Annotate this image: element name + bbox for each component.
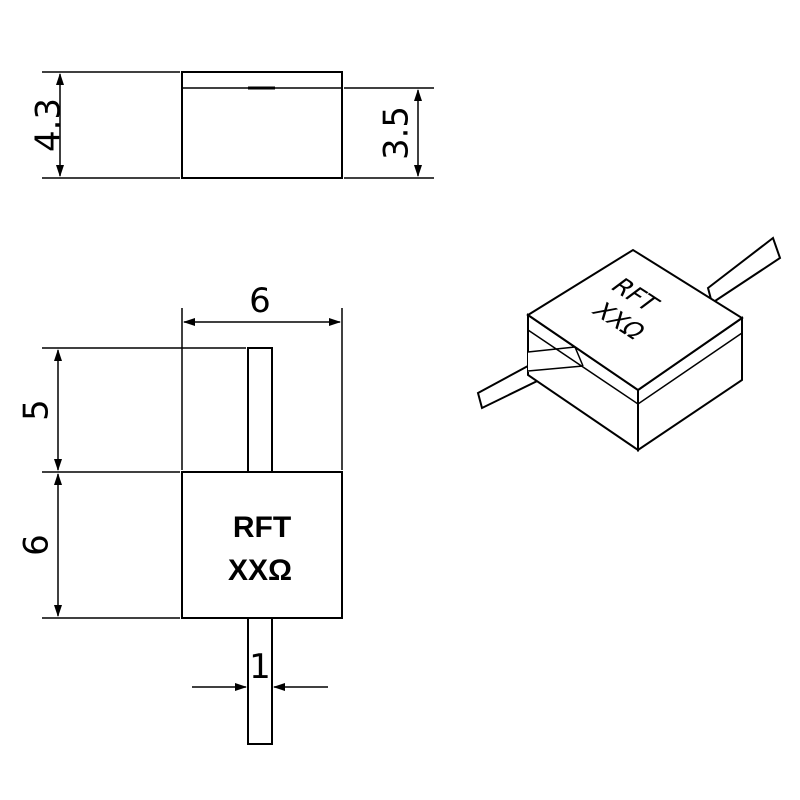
side-view <box>181 71 343 179</box>
dimension-lead-width: 1 <box>192 647 328 691</box>
isometric-view: RFT XXΩ <box>476 236 782 452</box>
iso-lid-edge <box>527 329 743 405</box>
body-marking-rft: RFT <box>233 511 291 544</box>
side-view-body <box>181 71 343 179</box>
dimension-width: 6 <box>181 281 343 470</box>
top-view: RFT XXΩ <box>181 347 343 745</box>
dimension-lead-width-label: 1 <box>249 647 271 687</box>
dimension-lead-length: 5 <box>17 347 246 473</box>
top-view-body <box>181 471 343 619</box>
iso-back-lead <box>706 236 782 305</box>
dimension-body-length: 6 <box>17 473 180 619</box>
dimension-body-height: 3.5 <box>344 87 434 179</box>
dimension-body-height-label: 3.5 <box>377 106 417 160</box>
iso-body-top-face <box>526 248 744 392</box>
dimension-side-height: 4.3 <box>29 71 180 179</box>
dimension-lead-length-label: 5 <box>17 399 57 421</box>
body-marking-resistance: XXΩ <box>228 554 292 587</box>
dimension-body-length-label: 6 <box>17 534 57 556</box>
top-view-upper-lead <box>247 347 273 473</box>
dimension-side-height-label: 4.3 <box>29 98 69 152</box>
top-view-lower-lead <box>247 617 273 745</box>
dimension-width-label: 6 <box>249 281 271 321</box>
